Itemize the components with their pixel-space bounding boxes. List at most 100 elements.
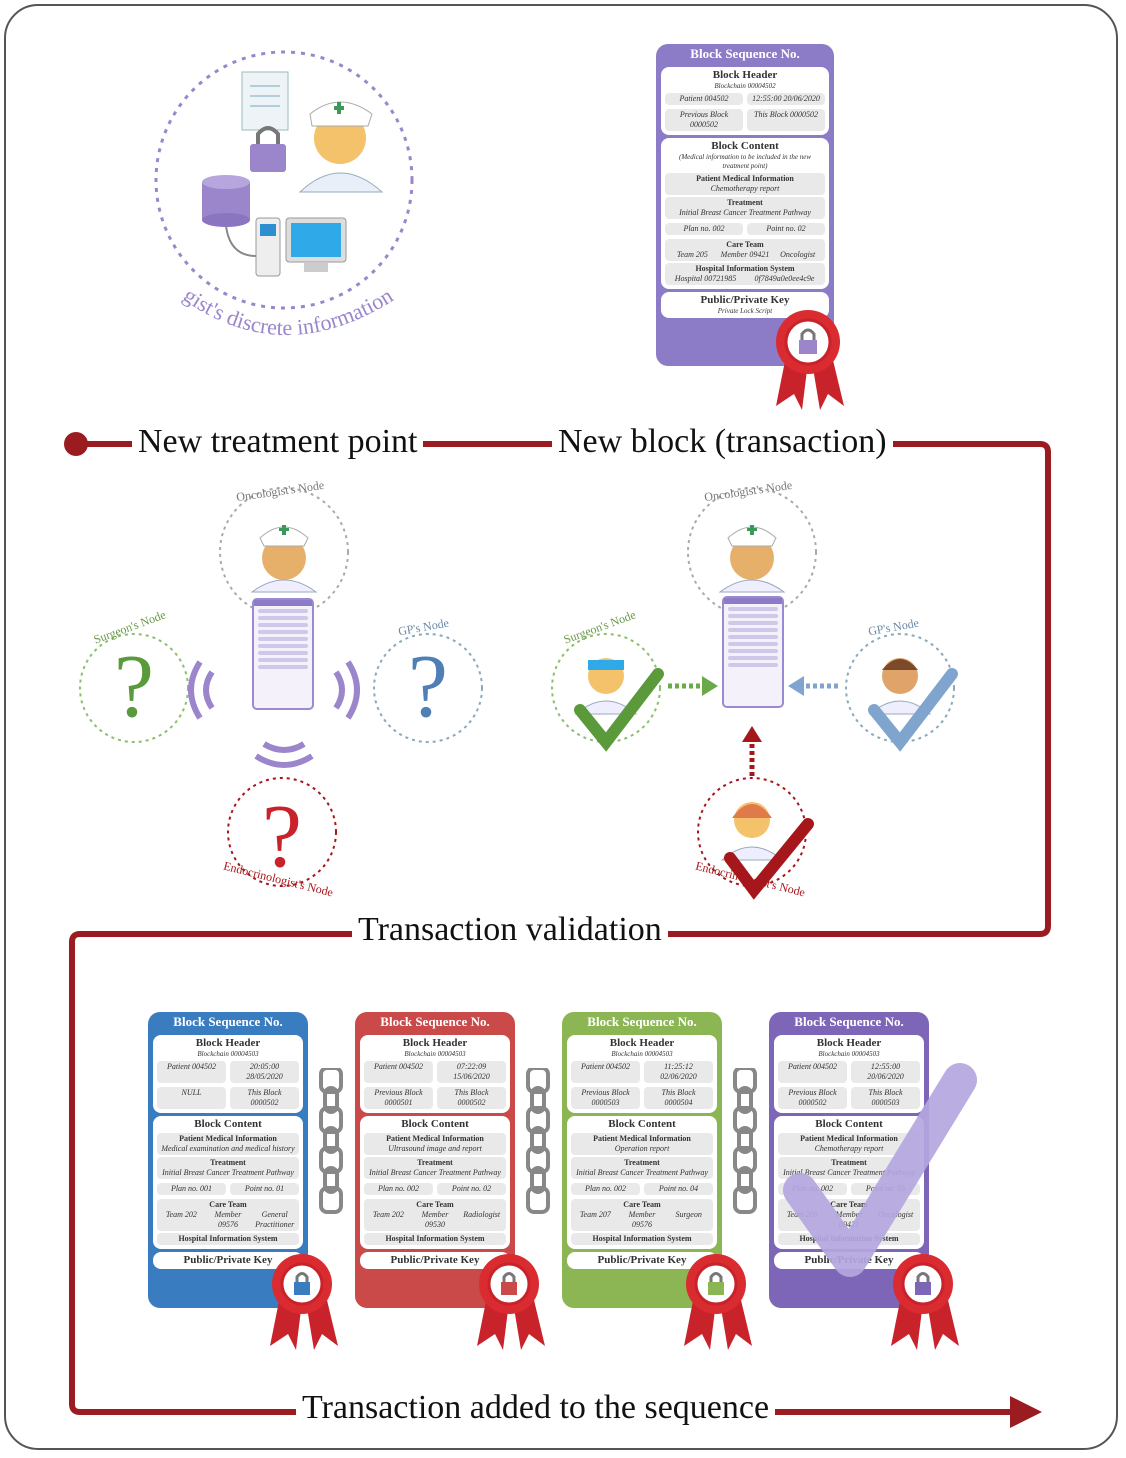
his-title: Hospital Information System xyxy=(385,1234,485,1243)
treatment-value: Initial Breast Cancer Treatment Pathway xyxy=(576,1168,708,1177)
role: General Practitioner xyxy=(255,1210,295,1229)
block-content-note: (Medical information to be included in t… xyxy=(678,153,811,170)
mini-block-icon xyxy=(722,596,784,708)
pmi-value: Operation report xyxy=(614,1144,670,1153)
this-block: This Block 0000502 xyxy=(437,1087,506,1109)
care-team-title: Care Team xyxy=(830,1200,868,1209)
block-footer-section: Public/Private Key xyxy=(360,1252,510,1269)
arrow-icon xyxy=(742,726,762,776)
member-id: Member 09421 xyxy=(720,250,770,259)
question-mark-icon: ? xyxy=(114,637,154,736)
block-time: 20:05:00 28/05/2020 xyxy=(230,1061,299,1083)
blockchain-id: Blockchain 00004503 xyxy=(611,1050,673,1058)
block-header-title: Block Header xyxy=(195,1037,261,1049)
label-new-treatment-point: New treatment point xyxy=(132,422,424,462)
validation-network-left: ? ? ? Oncologist's Node Surgeon's Node G… xyxy=(72,478,502,900)
point-number: Point no. 04 xyxy=(644,1183,713,1195)
arrow-icon xyxy=(788,676,838,696)
this-block: This Block 0000502 xyxy=(747,109,825,131)
block-sequence-title: Block Sequence No. xyxy=(587,1014,697,1029)
previous-block: NULL xyxy=(157,1087,226,1109)
his-title: Hospital Information System xyxy=(695,264,795,273)
treatment-value: Initial Breast Cancer Treatment Pathway xyxy=(162,1168,294,1177)
blockchain-id: Blockchain 00004503 xyxy=(197,1050,259,1058)
flow-start-dot xyxy=(64,432,88,456)
oncologist-avatar-icon xyxy=(298,101,384,193)
seal-icon xyxy=(684,1254,752,1350)
computer-icon xyxy=(255,217,347,277)
treatment-value: Initial Breast Cancer Treatment Pathway xyxy=(679,208,811,217)
blockchain-id: Blockchain 00004502 xyxy=(714,82,776,90)
block-footer-section: Public/Private Key xyxy=(153,1252,303,1269)
block-header-title: Block Header xyxy=(712,69,778,81)
treatment-title: Treatment xyxy=(831,1158,867,1167)
seal-icon xyxy=(477,1254,545,1350)
block-time: 11:25:12 02/06/2020 xyxy=(644,1061,713,1083)
gp-avatar-icon xyxy=(868,658,932,715)
pmi-title: Patient Medical Information xyxy=(593,1134,691,1143)
seal-icon xyxy=(270,1254,338,1350)
previous-block: Previous Block 0000502 xyxy=(778,1087,847,1109)
block-header-title: Block Header xyxy=(816,1037,882,1049)
treatment-title: Treatment xyxy=(727,198,763,207)
block-sequence-title: Block Sequence No. xyxy=(794,1014,904,1029)
pmi-title: Patient Medical Information xyxy=(696,174,794,183)
public-private-key: Public/Private Key xyxy=(700,294,790,306)
plan-number: Plan no. 002 xyxy=(665,223,743,235)
label-transaction-added: Transaction added to the sequence xyxy=(296,1388,776,1428)
this-block: This Block 0000502 xyxy=(230,1087,299,1109)
validation-network-right: Oncologist's Node Surgeon's Node GP's No… xyxy=(540,478,970,900)
his-title: Hospital Information System xyxy=(592,1234,692,1243)
plan-number: Plan no. 002 xyxy=(571,1183,640,1195)
member-id: Member 09421 xyxy=(835,1210,863,1229)
previous-block: Previous Block 0000501 xyxy=(364,1087,433,1109)
block-sequence-title: Block Sequence No. xyxy=(380,1014,490,1029)
member-id: Member 09576 xyxy=(214,1210,242,1229)
block-content-section: Block Content (Medical information to be… xyxy=(661,138,829,289)
chain-link-icon xyxy=(526,1068,550,1214)
pmi-title: Patient Medical Information xyxy=(800,1134,898,1143)
lock-icon xyxy=(250,144,286,172)
surgeon-avatar-icon xyxy=(574,658,638,715)
broadcast-signal-icon xyxy=(188,660,360,768)
this-block: This Block 0000503 xyxy=(851,1087,920,1109)
treatment-value: Initial Breast Cancer Treatment Pathway xyxy=(783,1168,915,1177)
check-icon xyxy=(574,668,664,752)
his-title: Hospital Information System xyxy=(178,1234,278,1243)
block-time: 07:22:09 15/06/2020 xyxy=(437,1061,506,1083)
block-content-title: Block Content xyxy=(711,140,779,152)
block-sequence-title: Block Sequence No. xyxy=(173,1014,283,1029)
block-content-title: Block Content xyxy=(815,1118,883,1130)
treatment-title: Treatment xyxy=(210,1158,246,1167)
validation-network-right-graphics xyxy=(551,487,958,900)
check-icon xyxy=(724,818,814,900)
private-lock-script: Private Lock Script xyxy=(717,307,773,315)
block-content-title: Block Content xyxy=(194,1118,262,1130)
validated-check-icon xyxy=(783,1063,977,1277)
patient-id: Patient 004502 xyxy=(778,1061,847,1083)
team-id: Team 202 xyxy=(372,1210,404,1219)
treatment-title: Treatment xyxy=(624,1158,660,1167)
label-new-block: New block (transaction) xyxy=(552,422,893,462)
point-number: Point no. 02 xyxy=(437,1183,506,1195)
block-footer-section: Public/Private Key xyxy=(567,1252,717,1269)
oncologist-avatar-icon xyxy=(718,525,786,593)
public-private-key: Public/Private Key xyxy=(597,1254,687,1266)
check-icon xyxy=(868,668,958,752)
pmi-value: Chemotherapy report xyxy=(814,1144,884,1153)
patient-id: Patient 004502 xyxy=(665,93,743,105)
role: Surgeon xyxy=(675,1210,702,1219)
member-id: Member 09576 xyxy=(628,1210,656,1229)
oncologist-avatar-icon xyxy=(250,525,318,593)
endocrinologist-avatar-icon xyxy=(720,802,784,861)
his-id: 0f7849a0e0ee4c9e xyxy=(754,274,815,283)
this-block: This Block 0000504 xyxy=(644,1087,713,1109)
block-content-title: Block Content xyxy=(608,1118,676,1130)
